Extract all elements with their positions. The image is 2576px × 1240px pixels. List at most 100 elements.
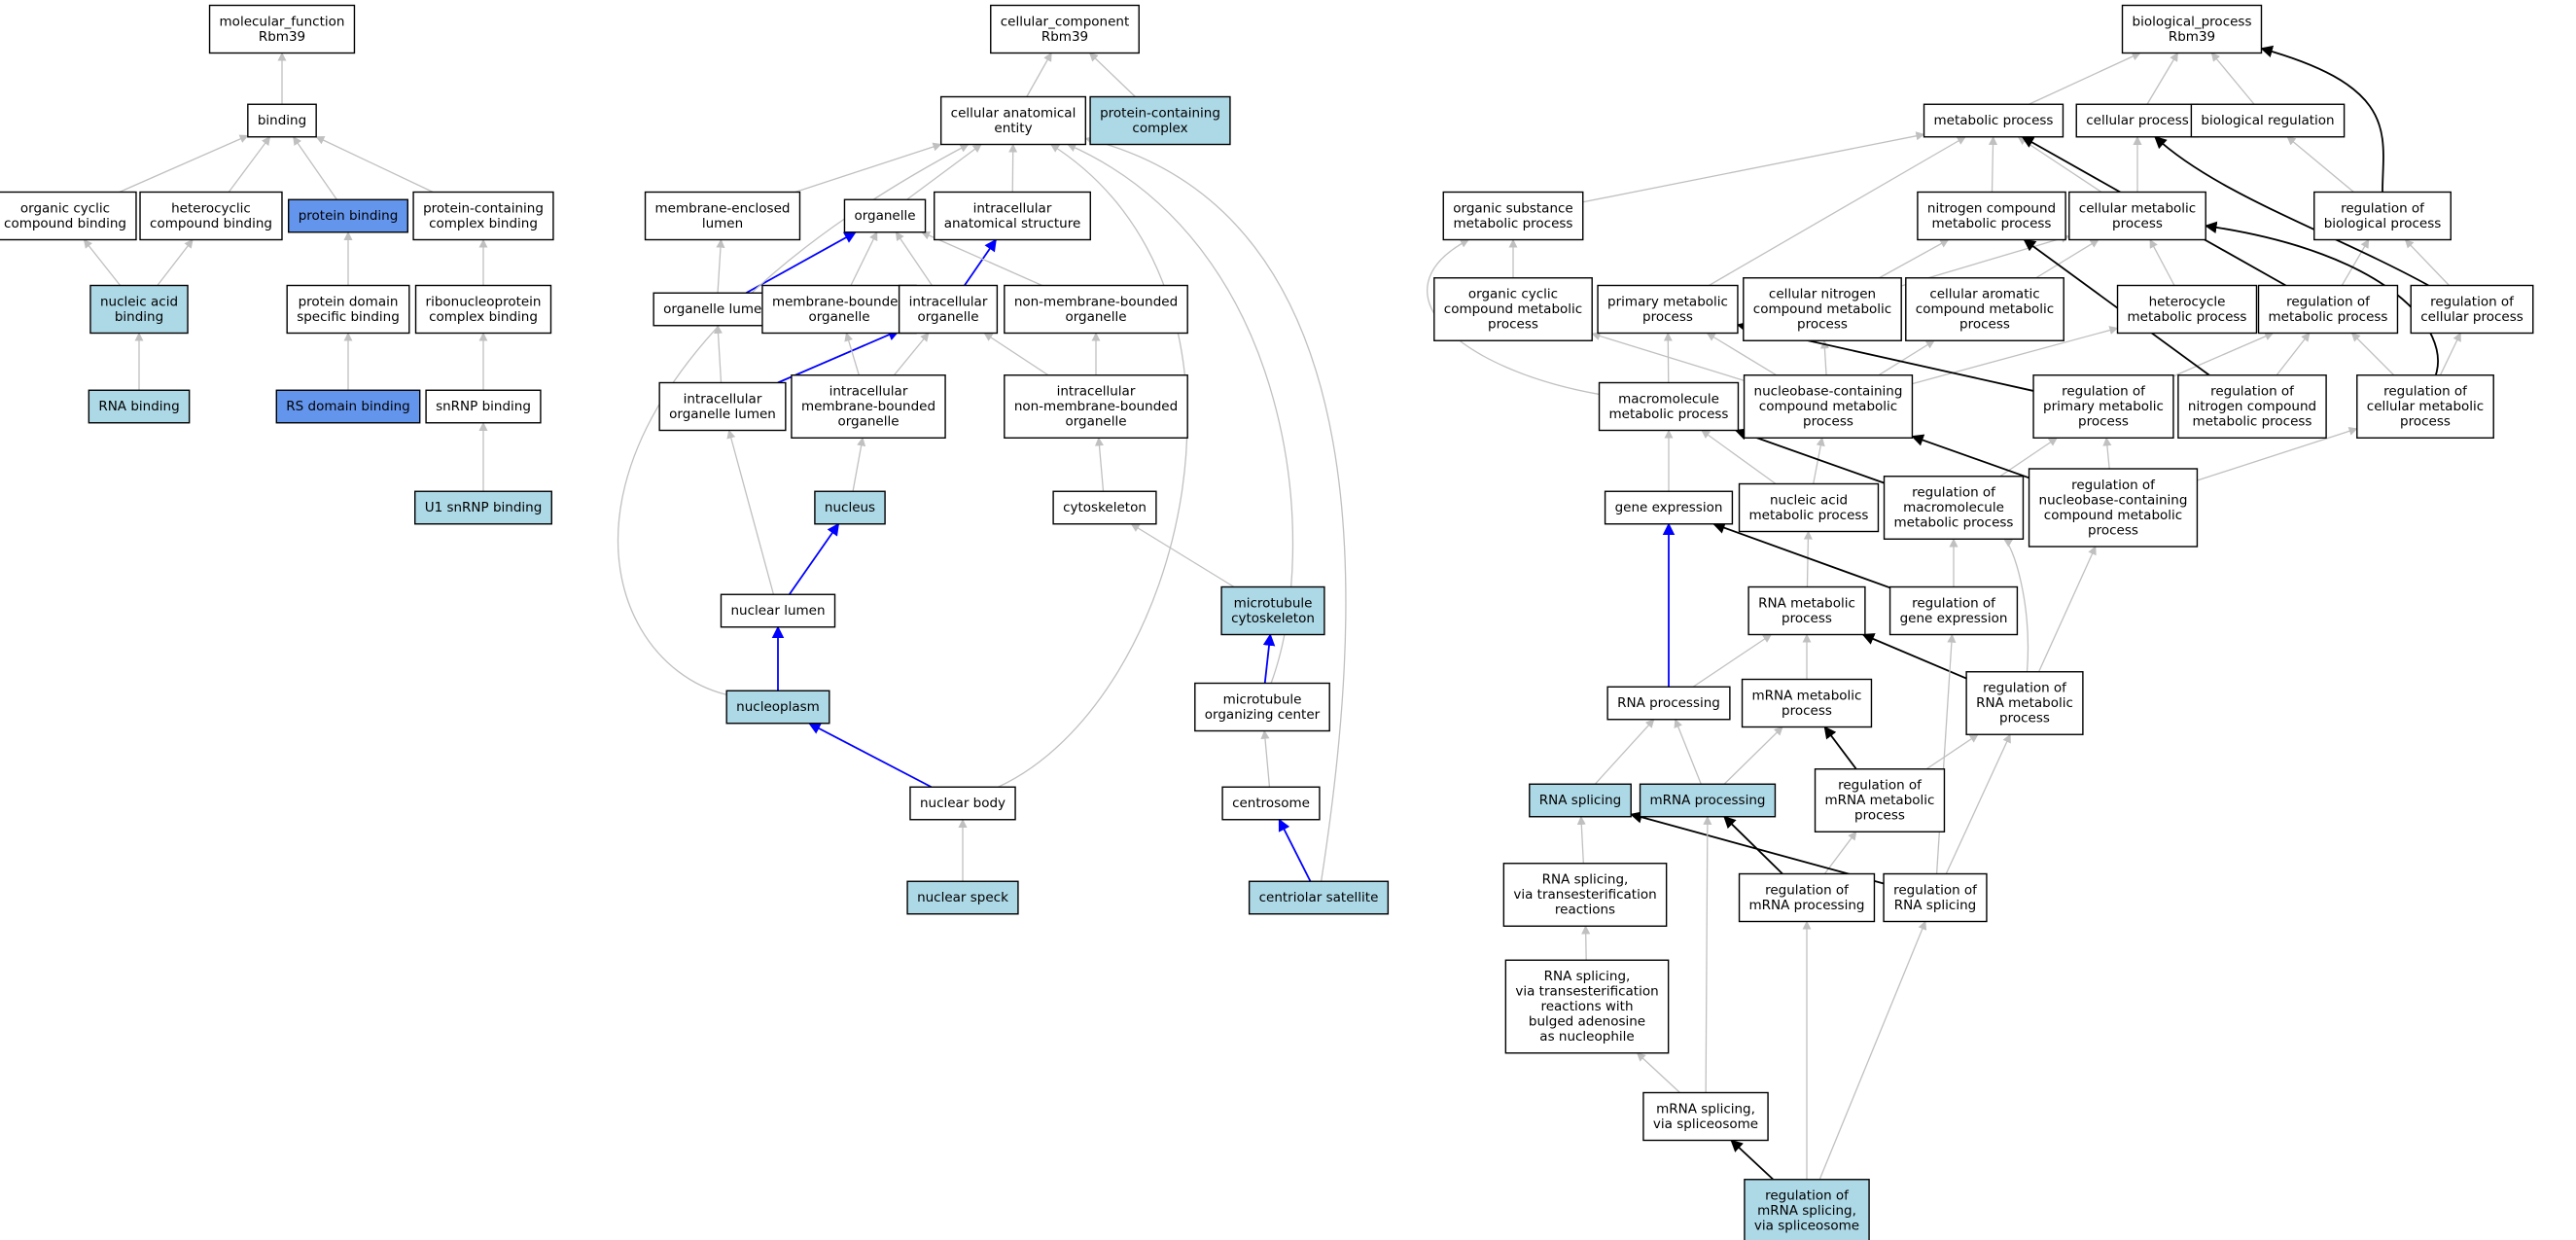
is-a-edge [1674, 718, 1702, 785]
is-a-edge [895, 230, 933, 286]
is-a-edge [1629, 811, 1885, 885]
node-label-line: protein-containing [1100, 105, 1220, 121]
node-label-line: mRNA metabolic [1825, 793, 1935, 808]
is-a-edge [777, 329, 900, 384]
is-a-edge [844, 332, 860, 375]
is-a-edge [1278, 818, 1312, 882]
is-a-edge [1026, 52, 1052, 97]
node-box [990, 4, 1140, 54]
node-box [1004, 374, 1188, 439]
node-box [1738, 482, 1880, 533]
go-term-node-nuclear-body: nuclear body [909, 786, 1016, 821]
node-box [1642, 1091, 1769, 1142]
node-box [1744, 1179, 1870, 1240]
is-a-edge [713, 324, 723, 383]
node-label-line: process [1797, 317, 1848, 333]
node-box [2068, 191, 2206, 241]
node-box [658, 381, 787, 432]
is-a-edge [1130, 523, 1235, 588]
node-label-line: cellular process [2420, 309, 2523, 325]
is-a-edge [2172, 332, 2275, 377]
node-label-line: process [1959, 317, 2010, 333]
node-box [88, 389, 191, 424]
node-label-line: nucleic acid [100, 294, 178, 309]
node-label-line: metabolic process [2128, 309, 2247, 325]
node-label-line: process [1854, 808, 1905, 824]
node-box [1089, 95, 1231, 146]
is-a-edge [2002, 538, 2029, 672]
node-label-line: mRNA processing [1749, 898, 1865, 913]
is-a-edge [2439, 332, 2461, 376]
node-label-line: process [2088, 522, 2138, 538]
node-label-line: intracellular [1057, 384, 1136, 400]
is-a-edge [1581, 925, 1591, 961]
is-a-edge [1730, 1139, 1775, 1181]
node-label-line: metabolic process [1932, 216, 2052, 231]
node-box [1905, 277, 2064, 341]
node-label-line: organelle [854, 208, 915, 224]
node-label-line: organelle [1065, 414, 1126, 430]
node-label-line: nucleic acid [1770, 492, 1848, 508]
go-term-node-org-lumen: organelle lumen [653, 292, 781, 327]
node-label-line: compound binding [150, 216, 272, 231]
node-box [1738, 872, 1876, 923]
node-label-line: mRNA metabolic [1752, 688, 1862, 703]
node-label-line: intracellular [973, 200, 1052, 216]
node-box [1597, 284, 1739, 335]
node-box [247, 103, 317, 138]
node-label-line: cellular aromatic [1929, 287, 2039, 302]
is-a-edge [2197, 426, 2358, 481]
is-a-edge [1262, 633, 1276, 684]
node-label-line: via transesterification [1515, 984, 1658, 1000]
node-label-line: nucleoplasm [736, 699, 820, 715]
node-label-line: process [2112, 216, 2163, 231]
node-label-line: regulation of [2383, 384, 2468, 400]
go-term-node-rs-bulged: RNA splicing,via transesterificationreac… [1504, 959, 1670, 1054]
node-label-line: organic cyclic [1468, 287, 1558, 302]
is-a-edge [1734, 428, 1885, 484]
node-label-line: nitrogen compound [1927, 200, 2056, 216]
is-a-edge [1663, 332, 1673, 383]
node-label-line: mRNA splicing, [1757, 1203, 1856, 1219]
node-label-line: complex [1132, 121, 1187, 136]
is-a-edge [1094, 437, 1105, 492]
is-a-edge [2038, 546, 2097, 673]
node-label-line: biological process [2324, 216, 2442, 231]
go-term-node-centrosome: centrosome [1221, 786, 1321, 821]
go-term-node-rna-binding: RNA binding [88, 389, 191, 424]
node-label-line: organic substance [1453, 200, 1572, 216]
is-a-edge [1813, 437, 1825, 484]
node-box [1888, 585, 2019, 636]
node-label-line: regulation of [1983, 681, 2067, 696]
node-box [1529, 783, 1632, 818]
node-box [1965, 671, 2084, 735]
node-box [414, 490, 552, 525]
node-label-line: nucleobase-containing [1754, 384, 1903, 400]
node-box [287, 198, 409, 233]
node-box [1442, 191, 1584, 241]
node-label-line: binding [258, 113, 306, 128]
is-a-edge [1999, 437, 2059, 478]
is-a-edge [1582, 131, 1925, 203]
node-box [1743, 277, 1902, 341]
node-label-line: process [1782, 703, 1832, 719]
node-box [412, 191, 554, 241]
go-term-node-reg-nbcmp: regulation ofnucleobase-containingcompou… [2028, 468, 2199, 548]
is-a-edge [1701, 429, 1777, 485]
node-box [909, 786, 1016, 821]
node-box [2257, 284, 2399, 335]
node-box [425, 389, 542, 424]
is-a-edge [2017, 136, 2102, 194]
